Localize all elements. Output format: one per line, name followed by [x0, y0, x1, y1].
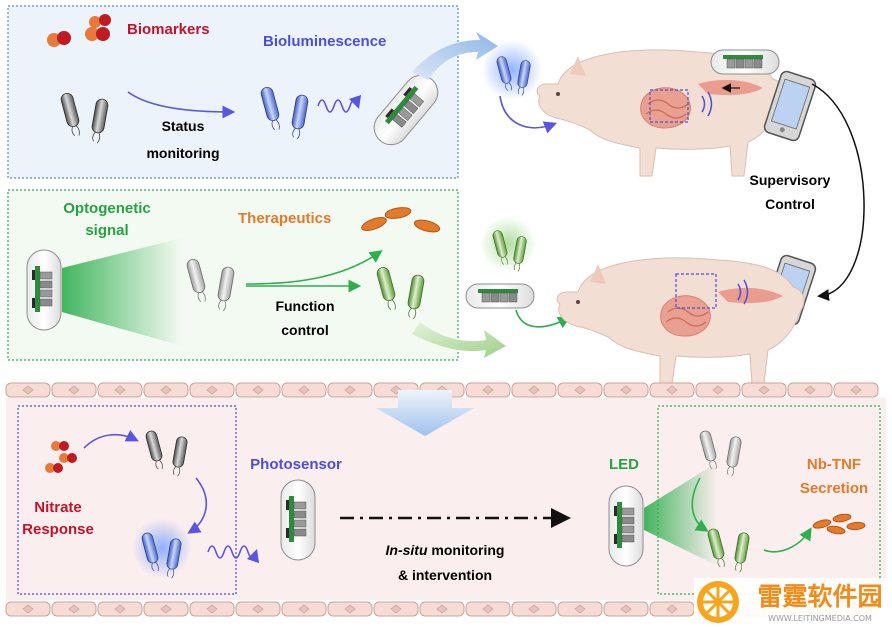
capsule-photosensor: [280, 479, 316, 561]
arrow-nitrate-1: [83, 429, 139, 449]
arrow-to-pig-2: [515, 309, 571, 329]
watermark-title: 雷霆软件园: [757, 582, 882, 611]
arrow-led-2: [763, 527, 812, 553]
label-monitoring: monitoring: [146, 145, 219, 161]
wave-nitrate: [207, 545, 260, 564]
label-status: Status: [162, 118, 205, 134]
label-therapeutics: Therapeutics: [238, 210, 331, 227]
led-beam: [644, 462, 718, 566]
label-supervisory-control: Control: [765, 196, 815, 212]
curve-arrow-blue: [412, 32, 498, 80]
nbtnf-pills: [812, 513, 866, 535]
gut-box-bottom: [675, 273, 717, 309]
optogenetic-beam: [62, 238, 182, 346]
glow-blue-2: [132, 518, 192, 578]
biomarker-dots: [47, 14, 111, 47]
glow-green: [480, 216, 536, 272]
pig-bottom: [556, 257, 805, 385]
label-intervention: & intervention: [398, 567, 492, 583]
panel-nitrate: [17, 405, 237, 595]
signal-waves-bottom: [737, 279, 749, 305]
signal-waves-top: [701, 91, 713, 117]
wave-bioluminescence: [317, 94, 362, 113]
label-secretion: Secretion: [800, 480, 868, 497]
glow-blue: [482, 40, 542, 100]
label-control: control: [281, 322, 328, 338]
label-bioluminescence: Bioluminescence: [263, 33, 386, 50]
watermark-url: WWW.LEITINGMEDIA.COM: [768, 614, 872, 623]
label-led: LED: [609, 456, 639, 473]
arrow-therapeutics: [245, 250, 383, 285]
label-nbtnf: Nb-TNF: [807, 456, 861, 473]
capsule-led: [608, 485, 644, 567]
capsule-3: [710, 49, 780, 75]
arrow-to-pig-1: [499, 95, 557, 134]
label-photosensor: Photosensor: [250, 456, 342, 473]
arrow-led-1: [691, 477, 709, 532]
label-function: Function: [275, 298, 334, 314]
arrow-supervisory: [811, 83, 865, 302]
arrow-nitrate-2: [187, 477, 207, 534]
capsule-2: [26, 249, 62, 331]
panel-monitoring: [7, 5, 459, 179]
label-nitrate: Nitrate: [34, 499, 82, 516]
label-optogenetic: Optogenetic: [63, 200, 151, 217]
therapeutic-pills: [361, 207, 441, 233]
nitrate-dots: [45, 441, 77, 473]
arrow-status: [127, 91, 236, 119]
label-supervisory: Supervisory: [750, 172, 831, 188]
label-response: Response: [22, 521, 94, 538]
label-insitu: In-situ monitoring: [386, 542, 505, 558]
label-biomarkers: Biomarkers: [127, 21, 210, 38]
big-down-arrow: [376, 390, 474, 436]
capsule-4: [465, 283, 535, 309]
label-signal: signal: [85, 222, 128, 239]
curve-arrow-green: [412, 322, 506, 358]
watermark-logo: [697, 581, 739, 623]
